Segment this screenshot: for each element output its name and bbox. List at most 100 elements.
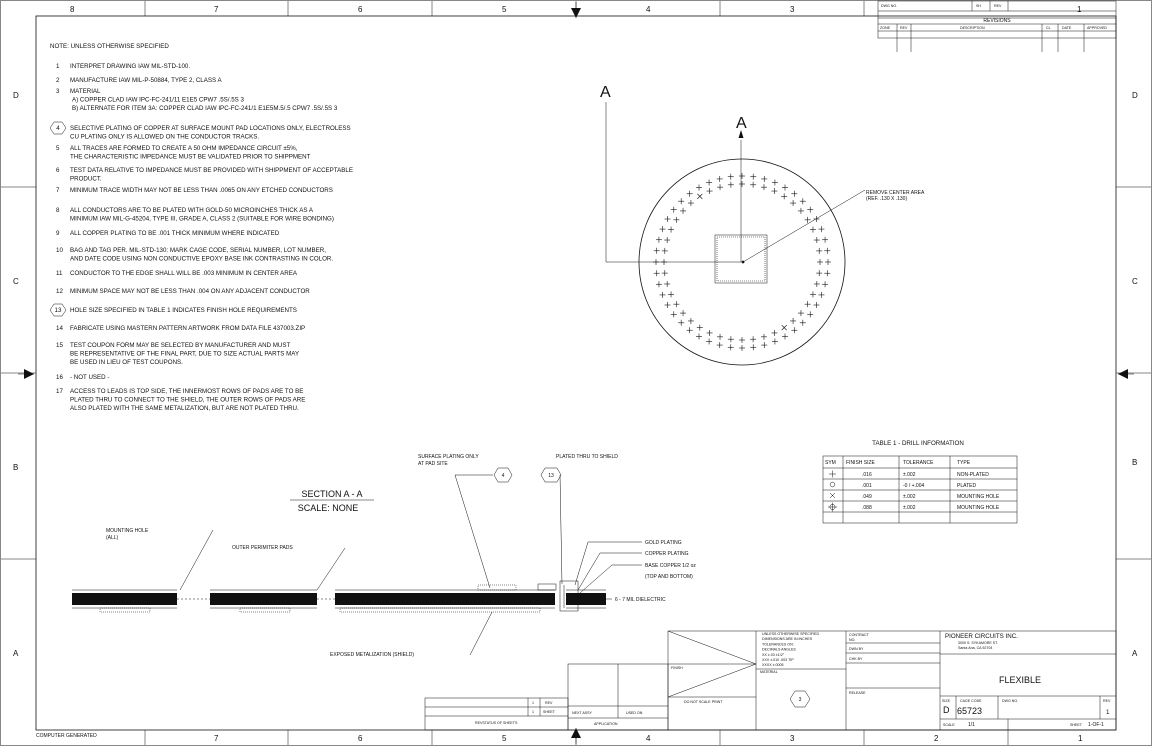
- tolerance-line: DIMENSIONS ARE IN INCHES: [762, 637, 813, 641]
- tolerance-line: XXX ±.010 .003 TIP: [762, 658, 794, 662]
- note-number: 13: [55, 307, 62, 314]
- pad-plus-icon: [686, 190, 693, 197]
- scale-value: 1/1: [968, 722, 975, 728]
- pad-plus-icon: [655, 281, 662, 288]
- revisions-block: DWG NO. SH REV REVISIONS ZONE REV DESCRI…: [877, 0, 1117, 52]
- flag-13-label: 13: [548, 473, 554, 479]
- zone-col-label: 6: [358, 5, 363, 14]
- tolerance-line: XXXX ±.0005: [762, 663, 784, 667]
- zone-col-label: 7: [214, 5, 219, 14]
- pad-plus-icon: [696, 184, 702, 191]
- note-text: FABRICATE USING MASTERN PATTERN ARTWORK …: [70, 325, 305, 332]
- pad-plus-icon: [750, 173, 757, 180]
- rev-value: 1: [1106, 709, 1110, 716]
- revisions-title: REVISIONS: [983, 18, 1011, 24]
- note-number: 5: [56, 145, 60, 152]
- note-number: 8: [56, 207, 60, 214]
- note-text: TEST COUPON FORM MAY BE SELECTED BY MANU…: [70, 342, 290, 349]
- section-view: SECTION A - A SCALE: NONE: [72, 454, 696, 658]
- pad-plus-icon: [664, 237, 671, 244]
- sheet-label: SHEET: [1070, 723, 1083, 727]
- pad-plus-icon: [661, 247, 668, 254]
- note-number: 15: [56, 342, 63, 349]
- tolerance-line: DECIMALS ANGLES: [762, 648, 796, 652]
- pad-plus-icon: [706, 338, 713, 345]
- pad-plus-icon: [825, 259, 831, 265]
- rev-dwgno-label: DWG NO.: [881, 4, 897, 8]
- pad-plus-icon: [809, 226, 816, 233]
- note-text: ACCESS TO LEADS IS TOP SIDE, THE INNERMO…: [70, 388, 303, 395]
- rev-num: 1: [532, 701, 534, 705]
- drill-table-title: TABLE 1 - DRILL INFORMATION: [872, 440, 964, 447]
- pad-plus-icon: [791, 327, 798, 334]
- surface-plating-site: AT PAD SITE: [418, 461, 448, 467]
- centering-marks: [18, 2, 1134, 744]
- note-text: AND DATE CODE USING NON CONDUCTIVE EPOXY…: [70, 256, 333, 263]
- pad-plus-icon: [678, 319, 685, 326]
- zone-col-label: 7: [214, 734, 219, 743]
- note-text: MINIMUM SPACE MAY NOT BE LESS THAN .004 …: [70, 288, 310, 295]
- pad-plus-icon: [739, 181, 745, 187]
- pad-plus-icon: [716, 342, 723, 349]
- computer-generated-label: COMPUTER GENERATED: [36, 733, 97, 739]
- note-text: THE CHARACTERISTIC IMPEDANCE MUST BE VAL…: [70, 154, 311, 161]
- tolerance-line: XX ±.03 ±1/2°: [762, 653, 785, 657]
- size-label: SIZE: [942, 699, 951, 703]
- title-block: FINISH FINISH DO NOT SCALE PRINT MATERIA…: [667, 630, 1117, 731]
- section-layers: [72, 580, 606, 613]
- zone-row-label: C: [1132, 277, 1138, 286]
- pad-plus-icon: [790, 200, 797, 207]
- pad-plus-icon: [727, 181, 734, 188]
- rev-col-approved: APPROVED: [1087, 26, 1107, 30]
- note-text: MINIMUM IAW MIL-G-45204, TYPE III, GRADE…: [70, 216, 334, 223]
- pad-plus-icon: [813, 216, 820, 222]
- note-text: HOLE SIZE SPECIFIED IN TABLE 1 INDICATES…: [70, 307, 297, 314]
- pad-plus-icon: [706, 329, 713, 336]
- pad-plus-icon: [727, 344, 734, 351]
- note-number: 16: [56, 374, 63, 381]
- pad-plus-icon: [804, 301, 811, 308]
- dielectric-label: 6 - 7 MIL DIELECTRIC: [615, 597, 666, 603]
- zone-row-label: B: [1132, 458, 1137, 467]
- pad-marks: [653, 173, 831, 351]
- pad-plus-icon: [750, 181, 757, 188]
- drill-tolerance: ±.002: [903, 494, 916, 500]
- pad-plus-icon: [813, 302, 820, 308]
- drill-col-size: FINISH SIZE: [846, 460, 876, 466]
- scale-label: SCALE: [943, 723, 955, 727]
- sheet-value: 1-OF-1: [1088, 722, 1104, 728]
- pad-plus-icon: [664, 216, 671, 222]
- tolerance-line: UNLESS OTHERWISE SPECIFIED: [762, 632, 819, 636]
- plated-thru-label: PLATED THRU TO SHIELD: [556, 454, 618, 460]
- contract-label: CONTRACT: [849, 633, 870, 637]
- used-on-label: USED ON: [626, 711, 643, 715]
- zone-col-label: 1: [1077, 5, 1082, 14]
- company-address: 3000 S. SYKAMORE ST.: [958, 641, 998, 645]
- pad-plus-icon: [771, 188, 778, 195]
- tolerance-line: TOLERANCES ON:: [762, 642, 794, 646]
- note-text: MATERIAL: [70, 88, 101, 95]
- pad-plus-icon: [706, 188, 713, 195]
- zone-col-label: 8: [70, 5, 75, 14]
- pad-plus-icon: [687, 317, 694, 324]
- section-title: SECTION A - A: [301, 489, 362, 499]
- note-text: PLATED THRU TO CONNECT TO THE SHIELD, TH…: [70, 397, 305, 404]
- note-text: ALL CONDUCTORS ARE TO BE PLATED WITH GOL…: [70, 207, 314, 214]
- notes-heading: NOTE: UNLESS OTHERWISE SPECIFIED: [50, 43, 169, 50]
- pad-plus-icon: [782, 333, 788, 340]
- pad-plus-icon: [771, 179, 778, 186]
- pad-plus-icon: [696, 324, 703, 331]
- pad-plus-icon: [739, 345, 745, 351]
- note-flag-icon: [789, 690, 811, 708]
- note-text: ALSO PLATED WITH THE SAME METALIZATION, …: [70, 405, 299, 412]
- note-text: - NOT USED -: [70, 374, 109, 381]
- pad-plus-icon: [818, 291, 825, 298]
- rev-col-date: DATE: [1062, 26, 1072, 30]
- company-city: Santa Ana, CA 92704: [958, 646, 992, 650]
- note-number: 4: [56, 125, 60, 132]
- pad-plus-icon: [706, 179, 713, 186]
- pad-plus-icon: [659, 291, 666, 298]
- sheet-num: 1: [532, 710, 534, 714]
